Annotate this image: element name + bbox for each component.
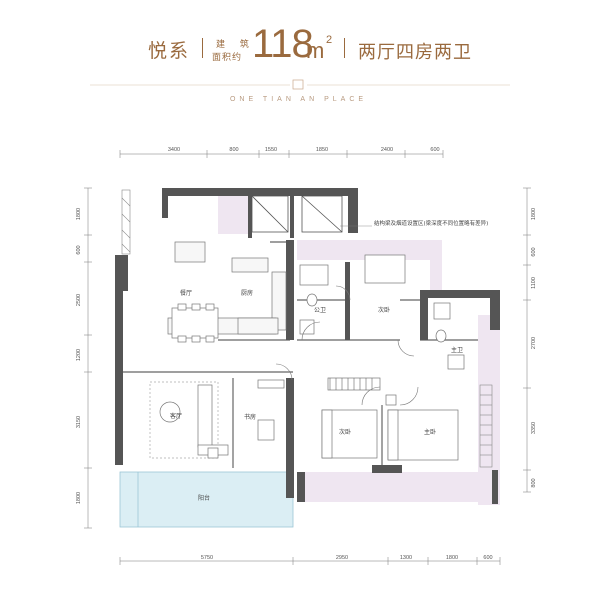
header-divider bbox=[344, 38, 345, 58]
area-label-line1: 建 筑 bbox=[216, 40, 255, 50]
kitchen-counters bbox=[167, 241, 287, 335]
room-label-master-bedroom: 主卧 bbox=[424, 428, 436, 436]
dim-top-4: 1850 bbox=[316, 147, 328, 153]
bedroom-furniture bbox=[321, 377, 459, 461]
room-label-kitchen: 厨房 bbox=[241, 289, 253, 297]
master-window bbox=[479, 384, 493, 468]
room-label-balcony: 阳台 bbox=[198, 494, 210, 502]
right-dimension-line bbox=[523, 187, 531, 493]
room-label-master-bath: 主卫 bbox=[451, 346, 463, 354]
balcony-area bbox=[119, 471, 294, 528]
room-label-bedroom-3: 次卧 bbox=[339, 428, 351, 436]
room-label-living: 客厅 bbox=[170, 412, 182, 420]
bay-window-areas bbox=[218, 196, 500, 505]
study-furniture bbox=[257, 379, 285, 441]
unit-type: 两厅四房两卫 bbox=[358, 42, 472, 63]
dim-bottom-4: 1800 bbox=[446, 555, 458, 561]
left-window bbox=[121, 189, 131, 255]
dining-table bbox=[171, 303, 219, 343]
structural-walls bbox=[115, 188, 500, 504]
dim-bottom-3: 1300 bbox=[400, 555, 412, 561]
dim-right-1: 1800 bbox=[531, 208, 537, 220]
dim-top-3: 1550 bbox=[265, 147, 277, 153]
room-label-bedroom-2: 次卧 bbox=[378, 306, 390, 314]
left-dimension-line bbox=[84, 187, 92, 529]
room-label-public-bath: 公卫 bbox=[314, 307, 326, 314]
area-unit: m bbox=[306, 38, 325, 63]
dim-top-5: 2400 bbox=[381, 147, 393, 153]
dim-right-5: 3350 bbox=[531, 422, 537, 434]
dim-left-1: 1800 bbox=[76, 208, 82, 220]
dim-left-5: 3150 bbox=[76, 416, 82, 428]
area-value: 118 bbox=[252, 22, 314, 66]
interior-walls bbox=[120, 241, 478, 468]
room-label-dining: 餐厅 bbox=[180, 289, 192, 297]
dim-right-2: 600 bbox=[531, 247, 537, 256]
area-unit-superscript: 2 bbox=[326, 34, 333, 46]
plan-series-name: 悦系 bbox=[148, 40, 191, 62]
top-dimension-line bbox=[119, 150, 444, 158]
dim-top-2: 800 bbox=[229, 147, 238, 153]
bathroom-fixtures bbox=[299, 254, 465, 370]
dim-bottom-2: 2950 bbox=[336, 555, 348, 561]
dim-top-6: 600 bbox=[430, 147, 439, 153]
living-furniture bbox=[149, 381, 229, 459]
room-label-study: 书房 bbox=[244, 413, 256, 421]
dim-right-3: 1100 bbox=[531, 277, 537, 289]
dim-right-4: 2700 bbox=[531, 337, 537, 349]
project-subtitle: ONE TIAN AN PLACE bbox=[229, 96, 368, 103]
dim-top-1: 3400 bbox=[168, 147, 180, 153]
bottom-dimension-line bbox=[119, 557, 501, 565]
shafts bbox=[251, 195, 343, 233]
area-label-line2: 面积约 bbox=[212, 53, 243, 63]
dim-left-4: 1200 bbox=[76, 349, 82, 361]
dim-left-6: 1800 bbox=[76, 492, 82, 504]
dim-bottom-1: 5750 bbox=[201, 555, 213, 561]
dim-left-2: 600 bbox=[76, 245, 82, 254]
dim-right-6: 800 bbox=[531, 478, 537, 487]
header-divider bbox=[202, 38, 203, 58]
dim-left-3: 2500 bbox=[76, 294, 82, 306]
wardrobe bbox=[329, 378, 373, 390]
door-swings bbox=[275, 285, 419, 406]
beam-note: 结构梁及烟道设置区(梁深度不同位置略有差异) bbox=[374, 219, 488, 227]
dim-bottom-5: 600 bbox=[483, 555, 492, 561]
